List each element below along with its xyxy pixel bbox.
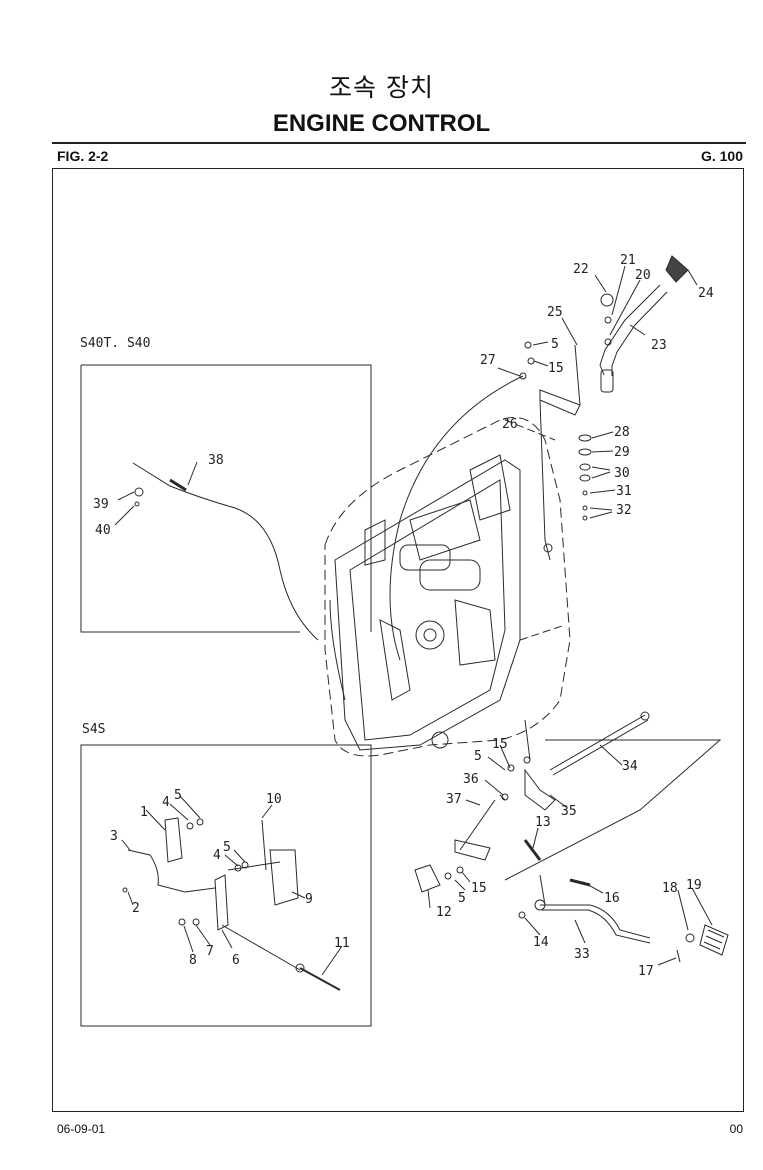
callout-30: 30 [614,466,630,481]
callout-14: 14 [533,935,549,950]
callout-13: 13 [535,815,551,830]
callout-10: 10 [266,792,282,807]
callout-31: 31 [616,484,632,499]
callout-25: 25 [547,305,563,320]
callout-28: 28 [614,425,630,440]
page-title-korean: 조속 장치 [329,73,434,102]
page-number: 00 [729,1122,743,1136]
callout-27: 27 [480,353,496,368]
callout-38: 38 [208,453,224,468]
inset-upper-label: S40T. S40 [80,336,150,351]
callout-4-lower: 4 [213,848,221,863]
callout-5-low: 5 [458,891,466,906]
callout-12: 12 [436,905,452,920]
callout-18: 18 [662,881,678,896]
callout-5-s4s-lower: 5 [223,840,231,855]
hand-lever-assembly [519,255,689,541]
diagram-frame [52,168,744,1112]
throttle-cable-upper [132,462,319,641]
revision-date: 06-09-01 [57,1122,106,1136]
callout-22: 22 [573,262,589,277]
callout-7: 7 [206,944,214,959]
main-frame-body [324,417,571,757]
callout-11: 11 [334,936,350,951]
callout-40: 40 [95,523,111,538]
callout-34: 34 [622,759,638,774]
callout-15-low: 15 [471,881,487,896]
callout-9: 9 [305,892,313,907]
callout-3: 3 [110,829,118,844]
foot-pedal-assembly [414,711,729,963]
callout-2: 2 [132,901,140,916]
page-title-english: ENGINE CONTROL [272,110,491,137]
throttle-cable-main [389,375,524,661]
callout-17: 17 [638,964,654,979]
callout-numbers: 22 21 20 24 25 23 5 15 27 26 28 29 30 31… [93,253,714,979]
callout-36: 36 [463,772,479,787]
header-rule [52,142,746,144]
callout-15-mid: 15 [492,737,508,752]
callout-26: 26 [502,417,518,432]
callout-37: 37 [446,792,462,807]
callout-35: 35 [561,804,577,819]
callout-5-s4s-upper: 5 [174,788,182,803]
callout-16: 16 [604,891,620,906]
callout-19: 19 [686,878,702,893]
callout-15-top: 15 [548,361,564,376]
callout-24: 24 [698,286,714,301]
callout-33: 33 [574,947,590,962]
callout-29: 29 [614,445,630,460]
s4s-linkage [122,817,341,991]
callout-5-mid: 5 [474,749,482,764]
callout-8: 8 [189,953,197,968]
group-code: G. 100 [700,148,743,164]
callout-leaders [114,265,713,976]
inset-lower-label: S4S [82,722,105,737]
callout-5-top: 5 [551,337,559,352]
callout-23: 23 [651,338,667,353]
callout-4-upper: 4 [162,795,170,810]
inset-lower: S4S [80,722,372,1027]
callout-20: 20 [635,268,651,283]
callout-6: 6 [232,953,240,968]
callout-21: 21 [620,253,636,268]
callout-1: 1 [140,805,148,820]
inset-upper: S40T. S40 [80,336,372,633]
callout-39: 39 [93,497,109,512]
callout-32: 32 [616,503,632,518]
figure-label: FIG. 2-2 [57,148,109,164]
